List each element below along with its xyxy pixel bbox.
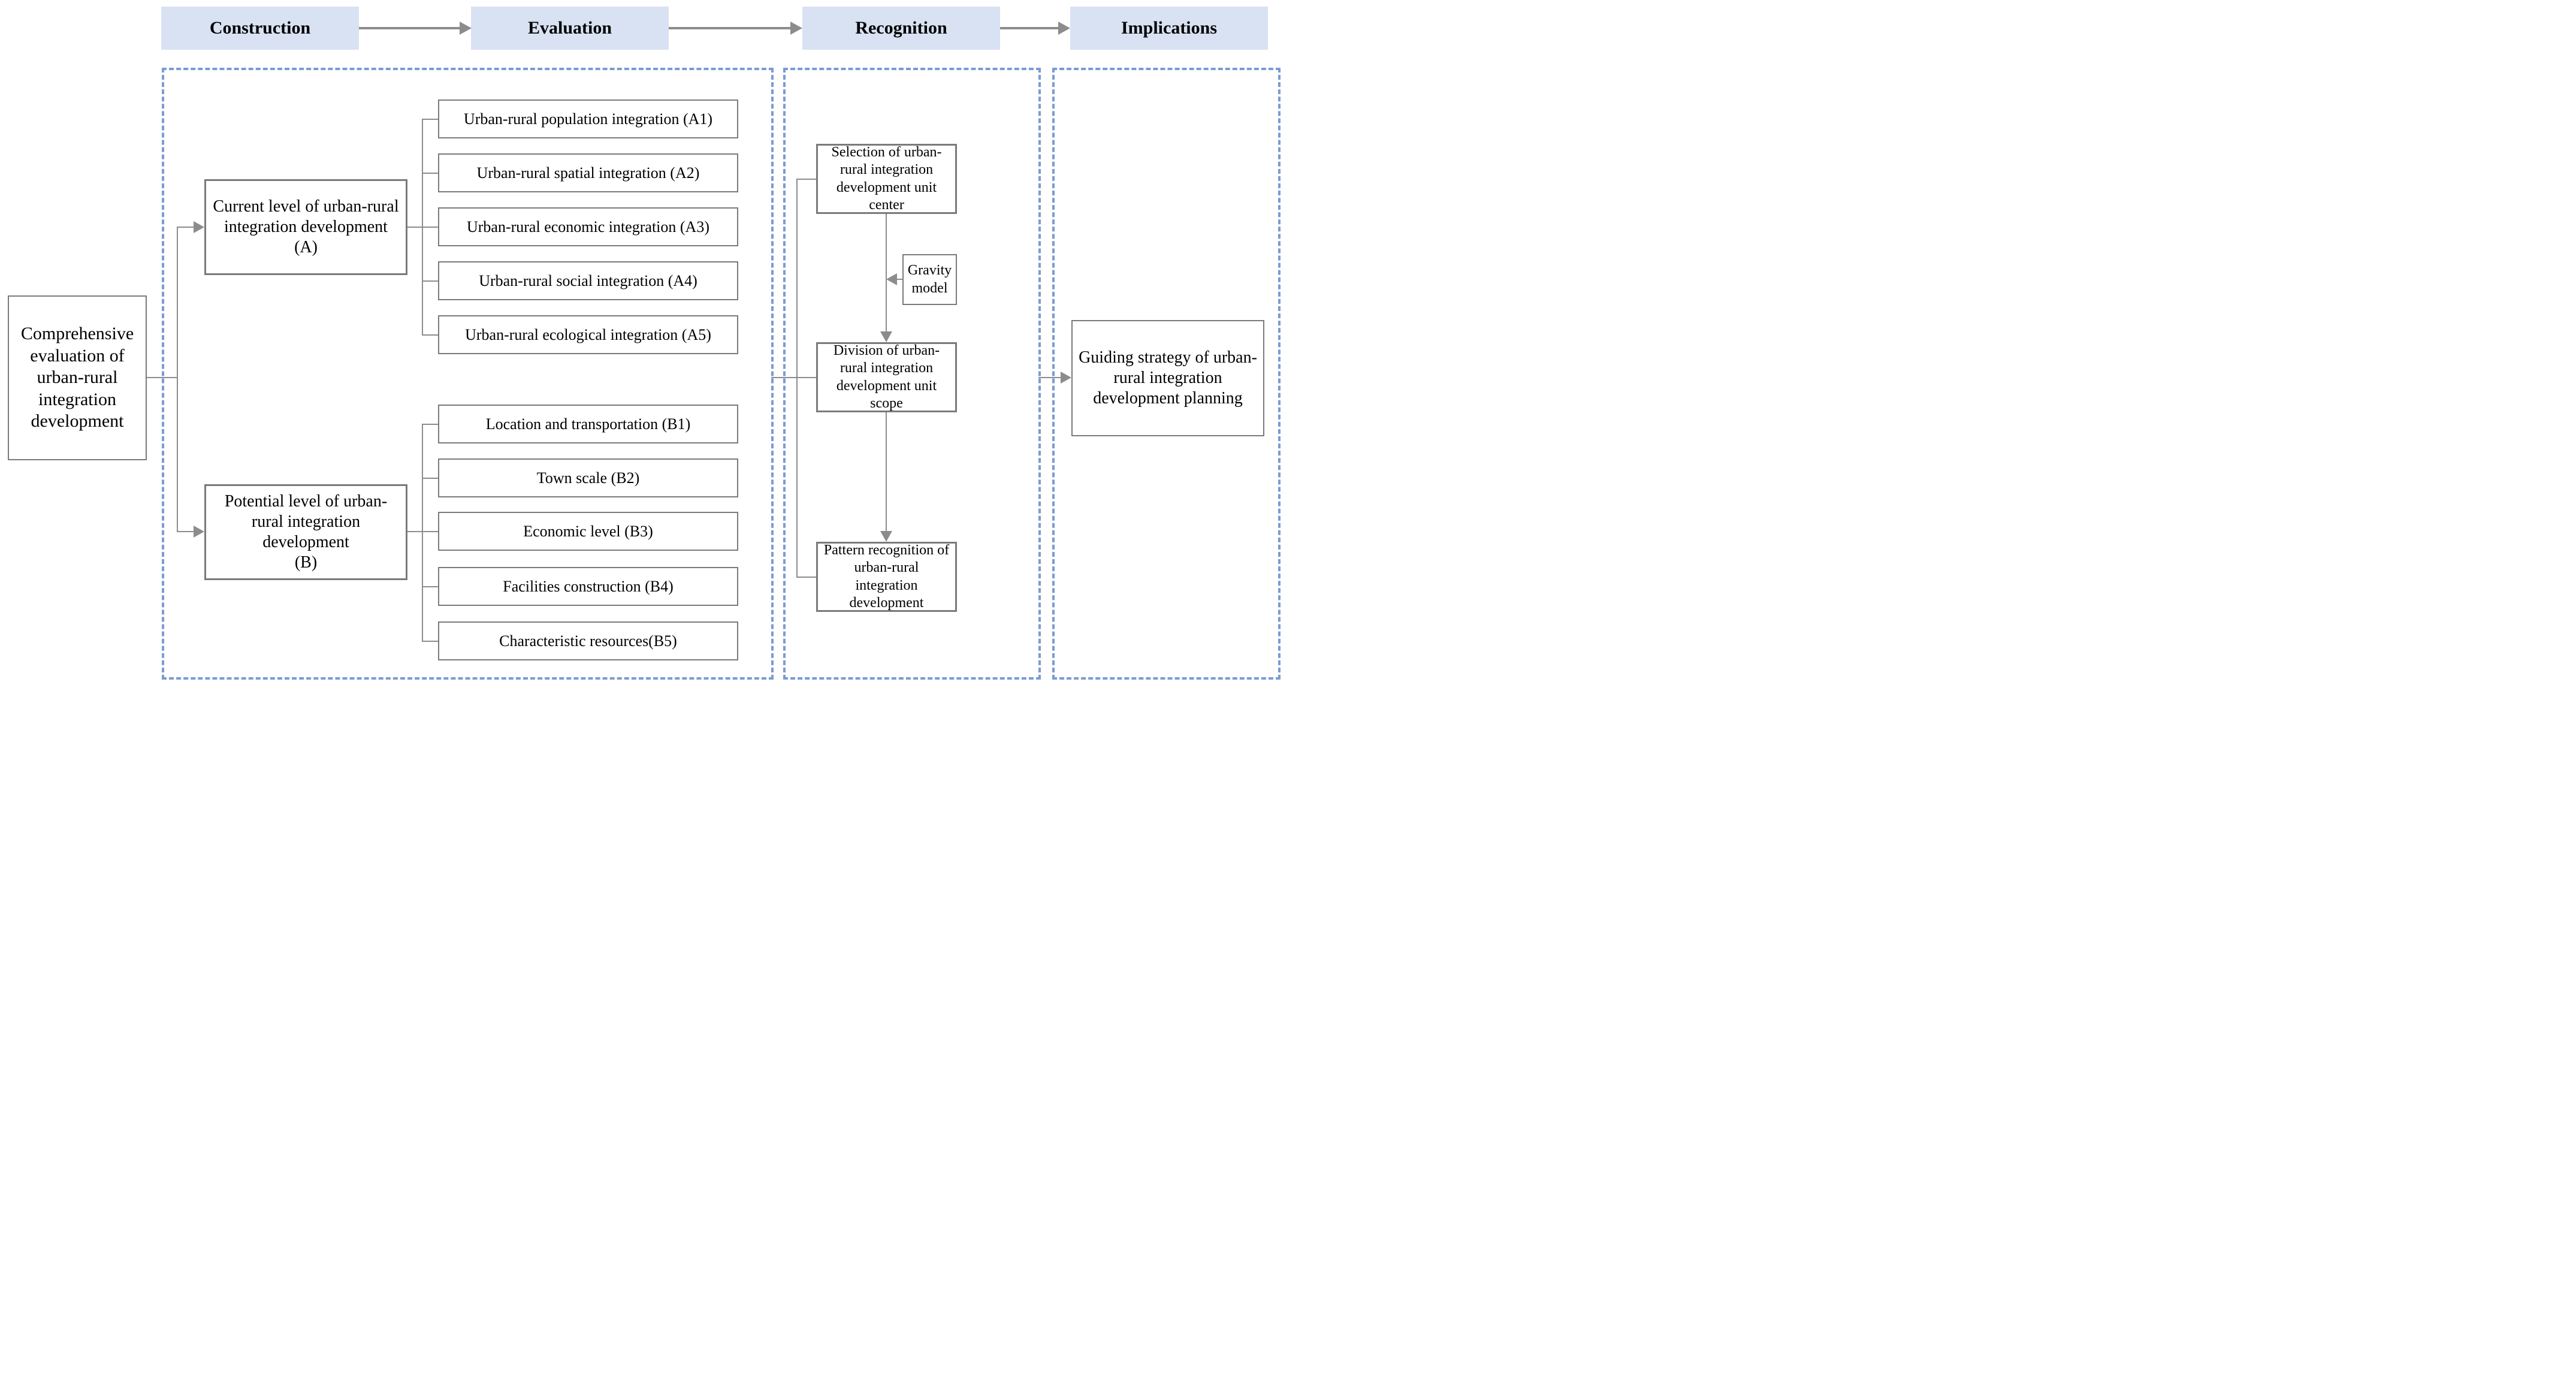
connector-spine-to-selection — [796, 179, 816, 180]
framework-diagram: Construction Evaluation Recognition Impl… — [0, 0, 1288, 688]
indicator-a2-box: Urban-rural spatial integration (A2) — [438, 153, 738, 192]
gravity-arrow-icon — [886, 273, 897, 285]
pattern-recognition-box: Pattern recognition of urban-rural integ… — [816, 542, 957, 612]
selection-unit-center-box: Selection of urban-rural integration dev… — [816, 144, 957, 214]
header-step-evaluation: Evaluation — [471, 7, 669, 50]
connector-root-to-spine — [147, 377, 178, 378]
connector-recognition-to-guiding — [1038, 377, 1062, 378]
arrow-into-pattern-icon — [880, 531, 892, 542]
flow-selection-to-division — [886, 214, 887, 332]
panel-recognition — [783, 68, 1041, 680]
connector-left-spine — [177, 227, 178, 532]
connector-b-to-bracket — [407, 531, 423, 532]
indicator-a4-box: Urban-rural social integration (A4) — [438, 261, 738, 300]
header-arrow-icon-1 — [460, 22, 472, 35]
gravity-arrow-line — [896, 279, 902, 280]
header-step-recognition: Recognition — [802, 7, 1000, 50]
connector-evaluation-to-division — [771, 377, 816, 378]
connector-a1-stub — [422, 119, 438, 120]
connector-recognition-spine — [796, 179, 798, 578]
connector-a5-stub — [422, 334, 438, 336]
connector-a4-stub — [422, 280, 438, 282]
header-arrow-icon-2 — [790, 22, 802, 35]
potential-level-code: (B) — [294, 553, 318, 572]
connector-spine-to-pattern — [796, 577, 816, 578]
connector-a-to-bracket — [407, 227, 423, 228]
connector-b1-stub — [422, 424, 438, 425]
connector-spine-to-b — [177, 531, 194, 532]
guiding-strategy-box: Guiding strategy of urban-rural integrat… — [1071, 320, 1264, 436]
current-level-box: Current level of urban-rural integration… — [204, 179, 407, 275]
gravity-model-box: Gravity model — [902, 254, 957, 305]
indicator-b2-box: Town scale (B2) — [438, 458, 738, 497]
root-comprehensive-evaluation-box: Comprehensive evaluation of urban-rural … — [8, 295, 147, 460]
connector-a2-stub — [422, 173, 438, 174]
indicator-a5-box: Urban-rural ecological integration (A5) — [438, 315, 738, 354]
connector-b4-stub — [422, 586, 438, 587]
arrow-into-b-icon — [194, 526, 204, 538]
arrow-into-division-icon — [880, 331, 892, 342]
indicator-b4-box: Facilities construction (B4) — [438, 567, 738, 606]
flow-division-to-pattern — [886, 412, 887, 532]
indicator-a1-box: Urban-rural population integration (A1) — [438, 99, 738, 138]
arrow-into-a-icon — [194, 221, 204, 233]
panel-construction-evaluation — [162, 68, 774, 680]
connector-b2-stub — [422, 478, 438, 479]
potential-level-box: Potential level of urban-rural integrati… — [204, 484, 407, 580]
header-arrow-icon-3 — [1058, 22, 1070, 35]
potential-level-label: Potential level of urban-rural integrati… — [224, 491, 388, 551]
header-arrow-line-3 — [1000, 27, 1059, 29]
header-step-construction: Construction — [161, 7, 359, 50]
arrow-into-guiding-icon — [1061, 372, 1071, 384]
connector-a3-stub — [422, 227, 438, 228]
indicator-a3-box: Urban-rural economic integration (A3) — [438, 207, 738, 246]
current-level-label: Current level of urban-rural integration… — [213, 197, 399, 236]
current-level-code: (A) — [294, 238, 318, 257]
panel-implications — [1052, 68, 1281, 680]
header-arrow-line-2 — [669, 27, 792, 29]
division-unit-scope-box: Division of urban-rural integration deve… — [816, 342, 957, 412]
connector-b-bracket-spine — [422, 424, 423, 642]
indicator-b3-box: Economic level (B3) — [438, 512, 738, 551]
indicator-b1-box: Location and transportation (B1) — [438, 405, 738, 443]
header-arrow-line-1 — [359, 27, 461, 29]
indicator-b5-box: Characteristic resources(B5) — [438, 621, 738, 660]
connector-b3-stub — [422, 531, 438, 532]
connector-spine-to-a — [177, 227, 194, 228]
connector-b5-stub — [422, 641, 438, 642]
header-step-implications: Implications — [1070, 7, 1268, 50]
